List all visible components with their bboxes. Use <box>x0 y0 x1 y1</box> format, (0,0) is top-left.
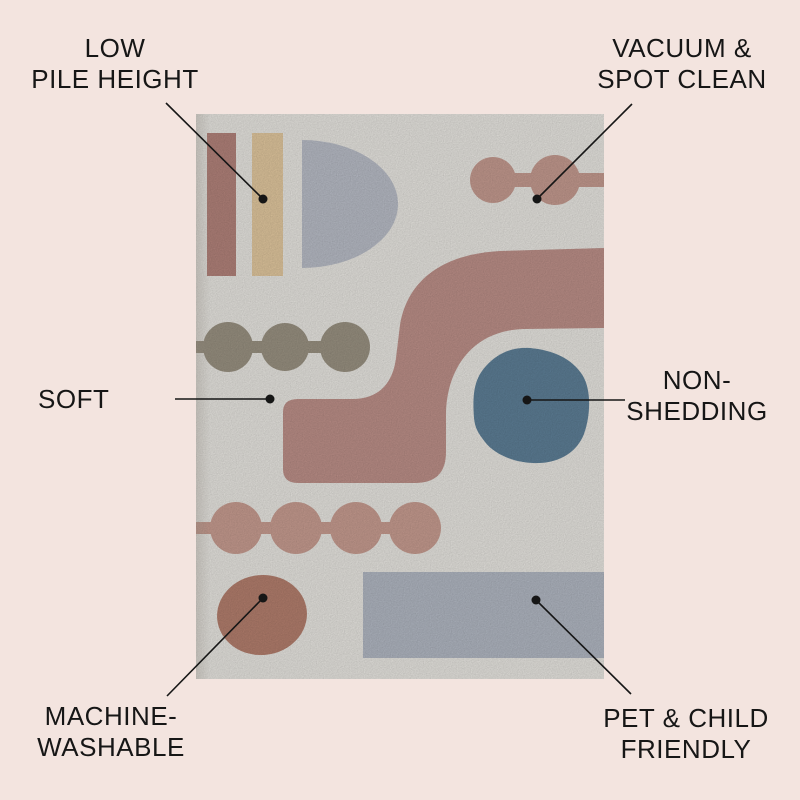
leader-dot-vacuum <box>532 194 542 204</box>
rug-texture-overlay <box>196 114 604 679</box>
rug-edge-shadow <box>196 114 210 679</box>
leader-dot-soft <box>265 394 275 404</box>
callout-label-line: PET & CHILD <box>603 703 769 733</box>
callout-pet-child-friendly: PET & CHILD FRIENDLY <box>586 703 786 765</box>
leader-line-vacuum <box>536 103 633 200</box>
callout-lines <box>165 102 633 697</box>
callout-label-line: WASHABLE <box>37 732 185 762</box>
leader-line-low-pile <box>165 102 264 200</box>
callout-label-line: SHEDDING <box>626 396 768 426</box>
callout-dots <box>258 194 542 605</box>
leader-line-pet <box>535 599 632 695</box>
callout-label-line: SPOT CLEAN <box>597 64 767 94</box>
callout-machine-washable: MACHINE- WASHABLE <box>11 701 211 763</box>
callout-label-line: VACUUM & <box>612 33 752 63</box>
leader-dot-machine <box>258 593 268 603</box>
callout-vacuum-spot-clean: VACUUM & SPOT CLEAN <box>582 33 782 95</box>
callout-soft: SOFT <box>38 384 178 415</box>
callout-non-shedding: NON- SHEDDING <box>597 365 797 427</box>
callout-label-line: LOW <box>84 33 146 63</box>
callout-label-line: SOFT <box>38 384 110 414</box>
callout-label-line: MACHINE- <box>44 701 178 731</box>
leader-dot-low-pile <box>258 194 268 204</box>
leader-dot-pet <box>531 595 541 605</box>
leader-dot-non-shedding <box>522 395 532 405</box>
callout-low-pile-height: LOW PILE HEIGHT <box>15 33 215 95</box>
callout-label-line: PILE HEIGHT <box>31 64 199 94</box>
leader-line-machine <box>166 597 264 697</box>
callout-label-line: FRIENDLY <box>620 734 752 764</box>
callout-label-line: NON- <box>662 365 732 395</box>
